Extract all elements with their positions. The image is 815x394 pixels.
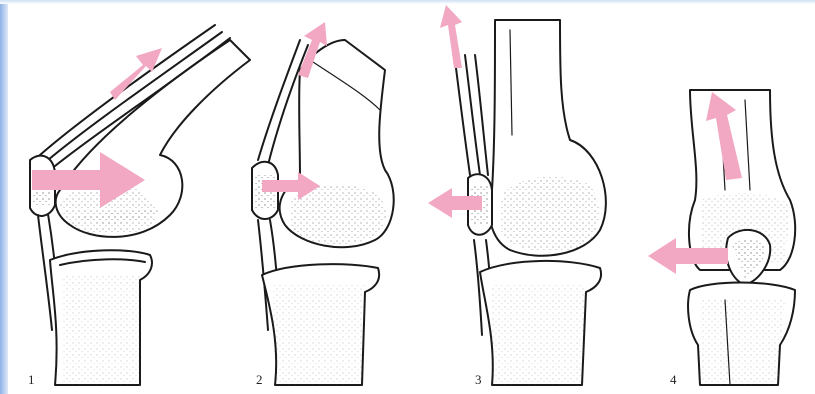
panel-1 — [30, 25, 250, 385]
panel-number-3: 3 — [475, 372, 482, 388]
force-arrow-1b — [110, 48, 162, 100]
panel-4 — [648, 90, 795, 385]
panel-3 — [428, 5, 606, 385]
tendon-2 — [258, 40, 300, 160]
panel-2 — [252, 22, 394, 385]
panel-number-2: 2 — [256, 372, 263, 388]
panel-number-4: 4 — [670, 372, 677, 388]
panel-number-1: 1 — [28, 372, 35, 388]
force-arrow-3b — [440, 5, 462, 68]
